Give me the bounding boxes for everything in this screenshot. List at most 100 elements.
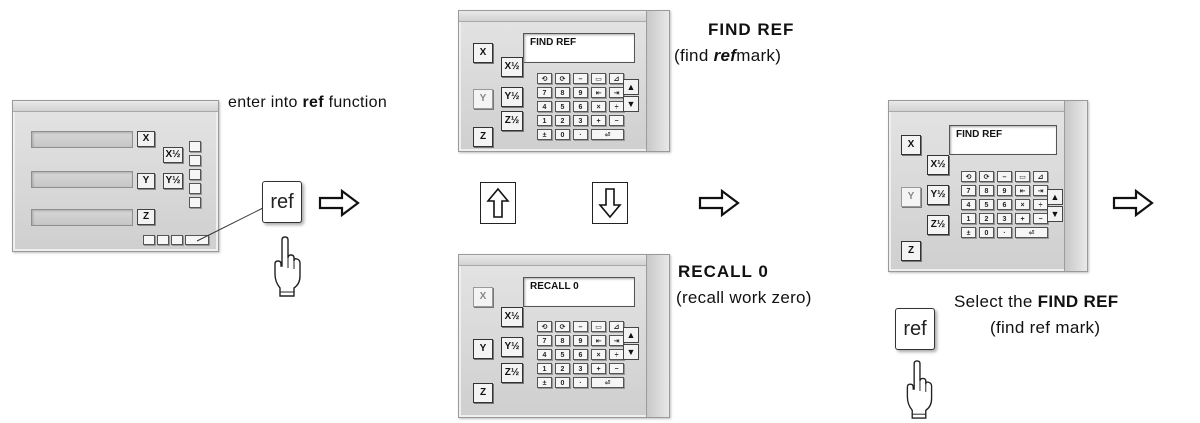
keypad-key[interactable]: 9 xyxy=(997,185,1012,196)
keypad-key[interactable]: 7 xyxy=(961,185,976,196)
keypad-key[interactable]: 1 xyxy=(537,115,552,126)
keypad-key[interactable]: + xyxy=(591,115,606,126)
keypad-key[interactable]: 3 xyxy=(997,213,1012,224)
keypad-key[interactable]: ⟲ xyxy=(537,321,552,332)
y-zero-key[interactable]: Y xyxy=(473,339,493,359)
keypad-key[interactable]: 8 xyxy=(555,87,570,98)
y-half-key[interactable]: Y½ xyxy=(163,173,183,189)
keypad-key[interactable]: × xyxy=(591,349,606,360)
keypad-key[interactable]: 2 xyxy=(979,213,994,224)
keypad-key[interactable]: ⇥ xyxy=(609,335,624,346)
keypad-key[interactable]: – xyxy=(997,171,1012,182)
keypad-key[interactable]: 1 xyxy=(537,363,552,374)
keypad-key[interactable]: ▭ xyxy=(591,73,606,84)
z-zero-key[interactable]: Z xyxy=(473,383,493,403)
ref-key-step3[interactable]: ref xyxy=(895,308,935,350)
keypad-key[interactable]: 8 xyxy=(555,335,570,346)
keypad-key[interactable]: 7 xyxy=(537,335,552,346)
z-half-key[interactable]: Z½ xyxy=(501,363,523,383)
side-key[interactable] xyxy=(189,197,201,208)
keypad-key[interactable]: 4 xyxy=(961,199,976,210)
up-arrow-key[interactable] xyxy=(480,182,516,224)
keypad-key[interactable]: 9 xyxy=(573,87,588,98)
keypad-key[interactable]: · xyxy=(997,227,1012,238)
keypad-key[interactable]: + xyxy=(1015,213,1030,224)
y-zero-key[interactable]: Y xyxy=(901,187,921,207)
keypad-key[interactable]: × xyxy=(591,101,606,112)
keypad-key[interactable]: 5 xyxy=(555,101,570,112)
keypad-key[interactable]: − xyxy=(1033,213,1048,224)
keypad-key[interactable]: 6 xyxy=(573,349,588,360)
up-key[interactable]: ▲ xyxy=(623,327,639,343)
keypad-key[interactable]: 9 xyxy=(573,335,588,346)
keypad-key[interactable]: 2 xyxy=(555,363,570,374)
keypad-key[interactable]: ÷ xyxy=(609,101,624,112)
keypad-key[interactable]: ± xyxy=(537,129,552,140)
y-half-key[interactable]: Y½ xyxy=(927,185,949,205)
side-key[interactable] xyxy=(189,169,201,180)
bottom-key[interactable] xyxy=(143,235,155,245)
keypad-key[interactable]: 8 xyxy=(979,185,994,196)
x-zero-key[interactable]: X xyxy=(137,131,155,147)
keypad-key-enter[interactable]: ⏎ xyxy=(591,377,624,388)
x-zero-key[interactable]: X xyxy=(473,43,493,63)
keypad-key[interactable]: 1 xyxy=(961,213,976,224)
side-key[interactable] xyxy=(189,183,201,194)
keypad-key[interactable]: · xyxy=(573,377,588,388)
keypad-key[interactable]: 3 xyxy=(573,363,588,374)
keypad-key[interactable]: + xyxy=(591,363,606,374)
keypad-key[interactable]: ⊿ xyxy=(609,321,624,332)
keypad-key[interactable]: 6 xyxy=(573,101,588,112)
keypad-key[interactable]: ⇤ xyxy=(591,87,606,98)
side-key[interactable] xyxy=(189,155,201,166)
down-key[interactable]: ▼ xyxy=(623,96,639,112)
y-half-key[interactable]: Y½ xyxy=(501,337,523,357)
keypad-key[interactable]: ▭ xyxy=(591,321,606,332)
keypad-key[interactable]: ⇥ xyxy=(1033,185,1048,196)
keypad-key[interactable]: ⊿ xyxy=(609,73,624,84)
keypad-key[interactable]: ⟳ xyxy=(555,321,570,332)
keypad-key[interactable]: ⟲ xyxy=(537,73,552,84)
bottom-key[interactable] xyxy=(171,235,183,245)
keypad-key[interactable]: − xyxy=(609,363,624,374)
up-key[interactable]: ▲ xyxy=(623,79,639,95)
x-half-key[interactable]: X½ xyxy=(163,147,183,163)
x-zero-key[interactable]: X xyxy=(901,135,921,155)
keypad-key[interactable]: ± xyxy=(537,377,552,388)
keypad-key[interactable]: 6 xyxy=(997,199,1012,210)
side-key[interactable] xyxy=(189,141,201,152)
keypad-key[interactable]: ⇥ xyxy=(609,87,624,98)
keypad-key[interactable]: ⟳ xyxy=(979,171,994,182)
keypad-key[interactable]: 0 xyxy=(555,129,570,140)
keypad-key[interactable]: ⇤ xyxy=(591,335,606,346)
x-half-key[interactable]: X½ xyxy=(501,57,523,77)
keypad-key-enter[interactable]: ⏎ xyxy=(1015,227,1048,238)
z-half-key[interactable]: Z½ xyxy=(501,111,523,131)
y-half-key[interactable]: Y½ xyxy=(501,87,523,107)
keypad-key[interactable]: · xyxy=(573,129,588,140)
down-key[interactable]: ▼ xyxy=(1047,206,1063,222)
keypad-key[interactable]: ⊿ xyxy=(1033,171,1048,182)
keypad-key[interactable]: 5 xyxy=(979,199,994,210)
down-arrow-key[interactable] xyxy=(592,182,628,224)
up-key[interactable]: ▲ xyxy=(1047,189,1063,205)
keypad-key[interactable]: ⟳ xyxy=(555,73,570,84)
keypad-key[interactable]: 0 xyxy=(979,227,994,238)
x-zero-key[interactable]: X xyxy=(473,287,493,307)
keypad-key[interactable]: − xyxy=(609,115,624,126)
keypad-key[interactable]: ▭ xyxy=(1015,171,1030,182)
keypad-key[interactable]: 5 xyxy=(555,349,570,360)
bottom-key[interactable] xyxy=(185,235,209,245)
z-zero-key[interactable]: Z xyxy=(473,127,493,147)
keypad-key-enter[interactable]: ⏎ xyxy=(591,129,624,140)
bottom-key[interactable] xyxy=(157,235,169,245)
keypad-key[interactable]: ± xyxy=(961,227,976,238)
keypad-key[interactable]: ⇤ xyxy=(1015,185,1030,196)
keypad-key[interactable]: – xyxy=(573,321,588,332)
keypad-key[interactable]: 4 xyxy=(537,349,552,360)
z-zero-key[interactable]: Z xyxy=(901,241,921,261)
z-half-key[interactable]: Z½ xyxy=(927,215,949,235)
keypad-key[interactable]: – xyxy=(573,73,588,84)
keypad-key[interactable]: 3 xyxy=(573,115,588,126)
keypad-key[interactable]: × xyxy=(1015,199,1030,210)
